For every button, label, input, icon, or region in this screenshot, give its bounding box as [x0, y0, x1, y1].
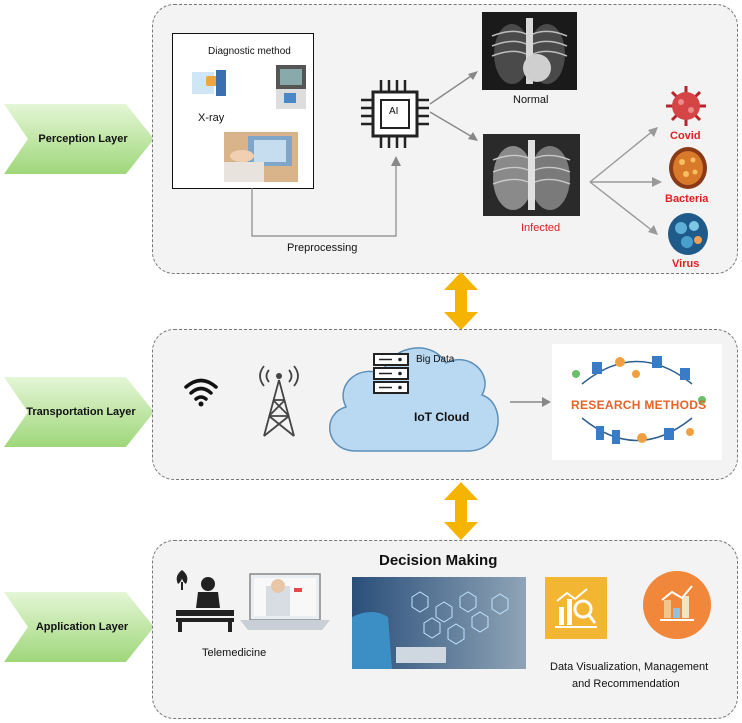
xray-label: X-ray	[198, 112, 225, 124]
decision-making-title: Decision Making	[379, 552, 498, 569]
normal-xray-image	[482, 12, 577, 90]
normal-label: Normal	[513, 94, 549, 106]
data-visualization-icon	[545, 577, 607, 639]
ai-label: AI	[389, 106, 399, 117]
doctor-network-photo	[352, 577, 526, 669]
bacteria-icon	[669, 147, 707, 189]
xray-machine-icon	[276, 65, 306, 109]
application-layer-chevron	[4, 592, 154, 662]
cell-tower-icon	[259, 365, 299, 437]
research-methods-graphic	[572, 356, 706, 444]
telemedicine-label: Telemedicine	[202, 647, 267, 659]
infected-fanout-arrows	[589, 127, 662, 235]
preprocessing-label: Preprocessing	[287, 242, 358, 254]
transportation-layer-label: Transportation Layer	[26, 406, 136, 418]
doctor-xray-photo	[224, 132, 298, 182]
wifi-icon	[184, 378, 218, 407]
research-methods-label: RESEARCH METHODS	[571, 398, 707, 412]
bacteria-label: Bacteria	[665, 193, 709, 205]
transportation-layer-chevron	[4, 377, 154, 447]
ai-chip-icon	[361, 80, 429, 148]
iot-cloud-shape	[329, 347, 499, 452]
covid-label: Covid	[670, 130, 701, 142]
covid-virus-icon	[666, 86, 706, 126]
xray-device-icon	[192, 70, 226, 96]
laptop-doctor-photo	[240, 573, 330, 630]
infected-label: Infected	[521, 222, 561, 234]
perception-transport-arrow	[444, 272, 478, 330]
preprocessing-arrow	[251, 156, 401, 237]
analytics-chart-icon	[643, 571, 711, 639]
application-layer-label: Application Layer	[35, 621, 129, 633]
ai-output-arrows	[429, 71, 478, 141]
big-data-label: Big Data	[416, 354, 455, 365]
data-visualization-label-line2: and Recommendation	[572, 678, 680, 690]
server-stack-icon	[373, 353, 409, 394]
transport-application-arrow	[444, 482, 478, 540]
virus-icon	[668, 213, 708, 255]
infected-xray-image	[483, 134, 580, 216]
perception-layer-chevron	[4, 104, 154, 174]
perception-layer-label: Perception Layer	[38, 133, 128, 145]
telemedicine-pictogram	[176, 570, 234, 632]
diagnostic-method-title: Diagnostic method	[208, 46, 291, 57]
data-visualization-label-line1: Data Visualization, Management	[550, 661, 709, 673]
cloud-research-arrow	[510, 397, 551, 407]
virus-label: Virus	[672, 258, 700, 270]
iot-cloud-label: IoT Cloud	[414, 410, 470, 424]
